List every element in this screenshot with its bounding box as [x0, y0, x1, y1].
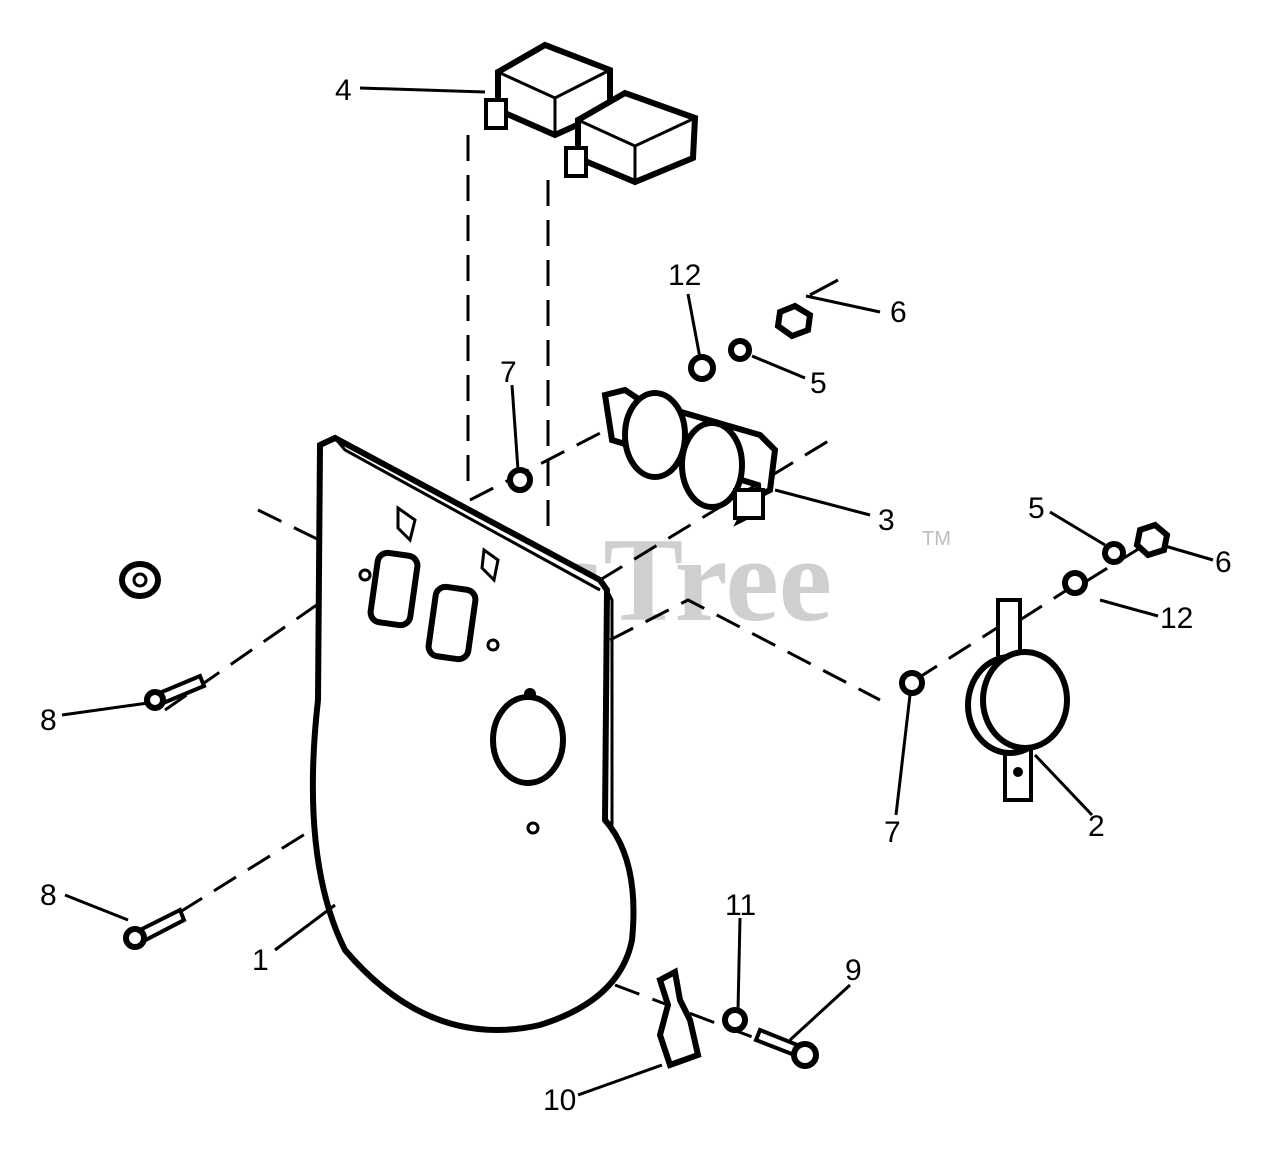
callout-12-right: 12: [1160, 602, 1193, 635]
callout-7-left: 7: [500, 356, 517, 389]
leader-lines: [61, 86, 1214, 1097]
watermark-trademark: TM: [922, 528, 951, 550]
callout-3: 3: [878, 504, 895, 537]
callout-8-top: 8: [40, 704, 57, 737]
callout-1: 1: [252, 944, 269, 977]
callout-10: 10: [543, 1084, 576, 1117]
callout-7-right: 7: [884, 816, 901, 849]
outlet-cover-bottom: [564, 89, 699, 186]
callout-9: 9: [845, 954, 862, 987]
callout-2: 2: [1088, 810, 1105, 843]
callout-6-right: 6: [1215, 546, 1232, 579]
callout-5-right: 5: [1028, 492, 1045, 525]
callout-11: 11: [725, 889, 756, 922]
callout-12-top: 12: [668, 259, 701, 292]
duplex-receptacle: [601, 386, 779, 527]
callout-6-top: 6: [890, 296, 907, 329]
mounting-panel: [309, 434, 637, 1033]
outlet-cover-top: [484, 41, 613, 139]
callout-8-bottom: 8: [40, 879, 57, 912]
hardware: [119, 302, 1171, 1069]
callout-4: 4: [335, 74, 352, 107]
single-receptacle: [965, 598, 1070, 802]
callout-5-top: 5: [810, 367, 827, 400]
